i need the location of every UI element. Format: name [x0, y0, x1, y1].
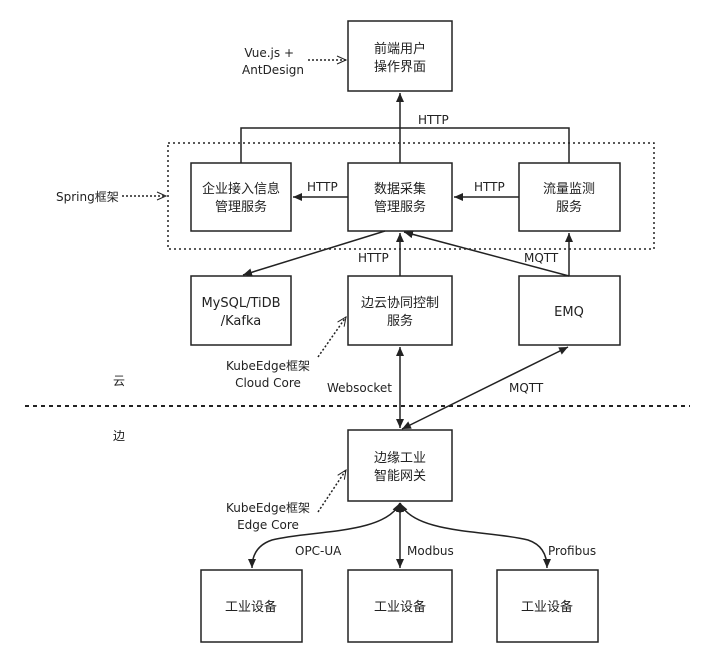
node-device-1[interactable]: 工业设备: [200, 569, 303, 643]
note-spring: Spring框架: [56, 190, 119, 204]
node-collect-line2: 管理服务: [374, 199, 426, 215]
note-kube-cloud-line2: Cloud Core: [235, 376, 301, 390]
note-vue-line1: Vue.js +: [244, 46, 294, 60]
label-http-mid: HTTP: [358, 251, 389, 265]
node-enterprise-line1: 企业接入信息: [202, 181, 280, 197]
label-http-top: HTTP: [418, 113, 449, 127]
label-profibus: Profibus: [548, 544, 596, 558]
node-gateway-line2: 智能网关: [374, 469, 426, 484]
node-traffic[interactable]: 流量监测 服务: [518, 162, 621, 232]
label-http-left: HTTP: [307, 180, 338, 194]
node-traffic-line2: 服务: [556, 199, 582, 215]
edge-collect-to-mysql: [242, 230, 386, 277]
label-opcua: OPC-UA: [295, 544, 342, 558]
node-edgecloud-line1: 边云协同控制: [361, 296, 439, 311]
note-kube-cloud-connector: [317, 315, 347, 358]
note-vue-line2: AntDesign: [242, 63, 304, 77]
node-device-3-label: 工业设备: [521, 599, 573, 615]
node-mysql-line1: MySQL/TiDB: [201, 296, 280, 311]
label-modbus: Modbus: [407, 544, 454, 558]
edge-opcua: [248, 502, 401, 569]
label-http-right: HTTP: [474, 180, 505, 194]
node-device-2[interactable]: 工业设备: [347, 569, 453, 643]
node-collect-line1: 数据采集: [374, 181, 426, 197]
note-kube-edge-connector: [317, 468, 347, 513]
node-device-2-label: 工业设备: [374, 599, 426, 615]
edge-profibus: [399, 502, 551, 569]
zone-edge-label: 边: [113, 429, 125, 443]
node-frontend[interactable]: 前端用户 操作界面: [347, 20, 453, 92]
label-mqtt-lower: MQTT: [509, 381, 544, 395]
node-device-1-label: 工业设备: [225, 599, 277, 615]
node-enterprise-line2: 管理服务: [215, 199, 267, 215]
node-edgecloud[interactable]: 边云协同控制 服务: [347, 275, 453, 346]
node-emq-label: EMQ: [554, 305, 584, 320]
note-kube-edge-line2: Edge Core: [237, 518, 299, 532]
edge-http-top-bracket: [240, 127, 570, 163]
node-gateway[interactable]: 边缘工业 智能网关: [347, 429, 453, 502]
node-emq[interactable]: EMQ: [518, 275, 621, 346]
node-frontend-line2: 操作界面: [374, 59, 426, 75]
node-mysql-line2: /Kafka: [221, 314, 262, 329]
edge-emq-to-collect: [403, 230, 570, 277]
node-traffic-line1: 流量监测: [543, 182, 595, 197]
note-kube-edge-line1: KubeEdge框架: [226, 501, 310, 515]
zone-cloud-label: 云: [113, 374, 125, 388]
node-mysql[interactable]: MySQL/TiDB /Kafka: [190, 275, 292, 346]
node-edgecloud-line2: 服务: [387, 313, 413, 329]
node-enterprise[interactable]: 企业接入信息 管理服务: [190, 162, 292, 232]
node-device-3[interactable]: 工业设备: [496, 569, 599, 643]
note-kube-cloud-line1: KubeEdge框架: [226, 359, 310, 373]
node-collect[interactable]: 数据采集 管理服务: [347, 162, 453, 232]
node-gateway-line1: 边缘工业: [374, 451, 426, 466]
label-mqtt-upper: MQTT: [524, 251, 559, 265]
node-frontend-line1: 前端用户: [374, 41, 426, 57]
spring-group-border: [167, 142, 655, 250]
edge-mqtt-gateway-emq: [401, 346, 569, 430]
label-websocket: Websocket: [327, 381, 392, 395]
